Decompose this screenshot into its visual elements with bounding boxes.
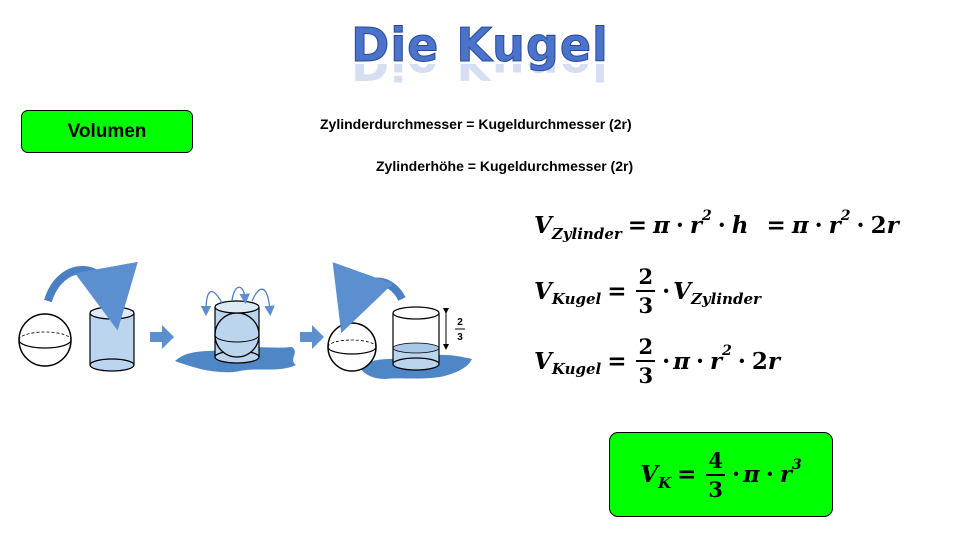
dot-operator: · (765, 461, 774, 488)
equals-sign: = (607, 277, 627, 305)
exponent: 3 (792, 456, 802, 473)
overflow-arrow-icon (251, 288, 275, 317)
fraction: 2 3 (636, 264, 656, 316)
r-symbol: r (767, 347, 781, 375)
sphere-cylinder-illustration: 2 3 (18, 261, 472, 379)
level-fraction-numerator: 2 (457, 317, 463, 328)
dot-operator: · (814, 212, 823, 239)
dot-operator: · (675, 212, 684, 239)
r-symbol: r (689, 212, 703, 239)
two-symbol: 2 (870, 212, 887, 239)
sphere-step3 (327, 322, 377, 372)
r-symbol: r (709, 347, 723, 375)
v-subscript: Kugel (551, 290, 602, 308)
exponent: 2 (702, 207, 712, 224)
r-symbol: r (779, 461, 793, 488)
equals-sign: = (627, 212, 648, 239)
sphere-step1 (18, 313, 72, 367)
r-symbol: r (828, 212, 841, 239)
dot-operator: · (662, 347, 671, 375)
fraction-denominator: 3 (706, 473, 726, 500)
diameter-note: Zylinderdurchmesser = Kugeldurchmesser (… (320, 116, 632, 132)
equals-sign: = (677, 461, 697, 488)
dot-operator: · (695, 347, 704, 375)
exponent: 2 (722, 343, 732, 359)
equals-sign: = (607, 347, 627, 375)
fraction-numerator: 2 (638, 264, 654, 289)
v-subscript: K (658, 473, 672, 492)
pi-symbol: π (653, 212, 670, 239)
v-subscript: Kugel (551, 360, 602, 378)
v-symbol: V (534, 347, 552, 375)
v-subscript: Zylinder (551, 224, 622, 243)
right-arrow-icon (150, 325, 174, 349)
fraction: 4 3 (706, 447, 726, 500)
r-symbol: r (886, 212, 899, 239)
level-fraction-denominator: 3 (457, 332, 463, 343)
volumen-label: Volumen (67, 120, 147, 142)
equals-sign: = (766, 212, 786, 239)
volumen-label-box: Volumen (21, 110, 193, 153)
v-symbol: V (534, 212, 552, 239)
fraction-numerator: 2 (638, 334, 654, 359)
pi-symbol: π (673, 347, 690, 375)
fraction-numerator: 4 (708, 447, 724, 473)
dot-operator: · (737, 347, 746, 375)
title-reflection: Die Kugel (0, 64, 960, 86)
h-symbol: h (731, 212, 749, 239)
right-arrow-icon (300, 325, 324, 349)
overflow-arrow-icon (231, 286, 250, 305)
curved-arrow-icon (332, 262, 406, 334)
dot-operator: · (732, 461, 741, 488)
two-symbol: 2 (751, 347, 768, 375)
v-symbol: V (673, 277, 691, 305)
dot-operator: · (856, 212, 865, 239)
cylinder-full (214, 300, 260, 364)
height-note: Zylinderhöhe = Kugeldurchmesser (2r) (376, 158, 634, 174)
fraction-denominator: 3 (636, 360, 656, 386)
pi-symbol: π (791, 212, 809, 239)
v-symbol: V (534, 277, 552, 305)
page-title: Die Kugel (351, 18, 609, 73)
overflow-arrow-icon (200, 291, 223, 317)
cylinder-empty (89, 306, 135, 372)
dot-operator: · (717, 212, 726, 239)
dot-operator: · (662, 277, 671, 305)
fraction: 2 3 (636, 334, 656, 386)
fraction-denominator: 3 (636, 290, 656, 316)
exponent: 2 (840, 207, 851, 224)
cylinder-partial (392, 306, 440, 371)
pi-symbol: π (743, 461, 760, 488)
v-subscript: Zylinder (690, 290, 761, 308)
v-symbol: V (640, 461, 659, 488)
curved-arrow-icon (44, 261, 138, 331)
